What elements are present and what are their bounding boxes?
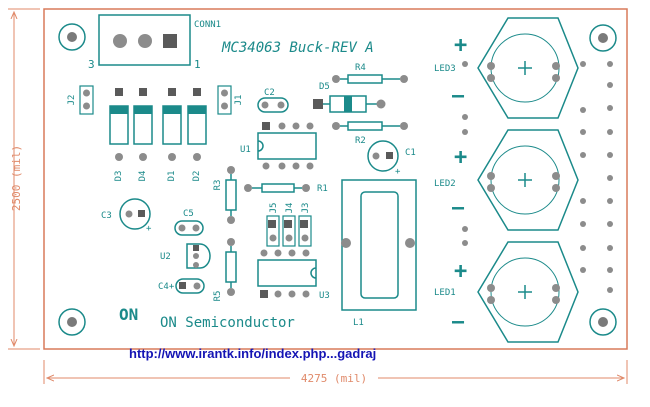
jumper-j1 [217,85,232,115]
capacitor-c2 [257,97,289,113]
capacitor-c1 [367,140,399,172]
diode-d4 [133,88,153,161]
j1-label: J1 [234,95,244,106]
led3-minus-mark: — [452,83,465,107]
j3-label: J3 [301,203,311,214]
led-module-led3 [477,17,579,119]
c2-label: C2 [264,88,275,98]
led2-plus-mark: + [454,145,467,170]
jumper-block-j5-j4-j3 [266,215,312,247]
resistor-r2 [332,121,408,131]
diode-d5 [313,95,386,113]
r5-label: R5 [213,291,223,302]
board-outline [43,8,628,350]
regulator-u2 [186,243,211,269]
u3-label: U3 [319,291,330,301]
led1-label: LED1 [434,288,456,298]
d1-label: D1 [167,171,177,182]
resistor-r3 [225,166,237,224]
board-title: MC34063 Buck-REV A [221,40,374,56]
conn1-pin3-label: 3 [88,58,95,71]
mounting-hole [589,24,617,52]
on-logo: ON [119,305,138,324]
conn1-label: CONN1 [194,20,221,30]
led1-minus-mark: — [452,309,465,333]
capacitor-c3 [119,198,151,230]
d5-label: D5 [319,82,330,92]
r1-label: R1 [317,184,328,194]
resistor-r1 [244,183,310,193]
connector-conn1 [98,14,191,66]
led2-label: LED2 [434,179,456,189]
d2-label: D2 [192,171,202,182]
c4-label: C4+ [158,282,175,292]
diode-d1 [162,88,182,161]
j5-label: J5 [269,203,279,214]
j2-label: J2 [67,95,77,106]
led-module-led2 [477,129,579,231]
d4-label: D4 [138,171,148,182]
mounting-hole [589,308,617,336]
inductor-l1 [341,179,417,311]
led-module-led1 [477,241,579,343]
diode-d3 [109,88,129,161]
r2-label: R2 [355,136,366,146]
side-pads [462,61,613,293]
capacitor-c4 [175,278,205,294]
mounting-hole [58,308,86,336]
u2-label: U2 [160,252,171,262]
j4-label: J4 [285,203,295,214]
width-dimension-label: 4275 (mil) [301,372,367,385]
resistor-r5 [225,238,237,296]
capacitor-c5 [174,220,204,236]
led1-plus-mark: + [454,259,467,284]
led3-plus-mark: + [454,33,467,58]
ic-u1 [257,122,317,170]
jumper-j2 [79,85,94,115]
ic-u3 [257,249,317,298]
height-dimension-label: 2500 (mil) [10,145,23,211]
led2-minus-mark: — [452,195,465,219]
d3-label: D3 [114,171,124,182]
resistor-r4 [332,74,408,84]
dimension-lines [8,8,628,384]
source-url: http://www.irantk.info/index.php...gadra… [129,346,376,361]
diode-d2 [187,88,207,161]
conn1-pin1-label: 1 [194,58,201,71]
c3-label: C3 [101,211,112,221]
c1-label: C1 [405,148,416,158]
l1-label: L1 [353,318,364,328]
vendor-name: ON Semiconductor [160,315,295,331]
r3-label: R3 [213,180,223,191]
mounting-hole [58,23,86,51]
c3-polarity-mark: + [146,224,152,234]
c5-label: C5 [183,209,194,219]
r4-label: R4 [355,63,366,73]
c1-polarity-mark: + [395,167,401,177]
u1-label: U1 [240,145,251,155]
led3-label: LED3 [434,64,456,74]
